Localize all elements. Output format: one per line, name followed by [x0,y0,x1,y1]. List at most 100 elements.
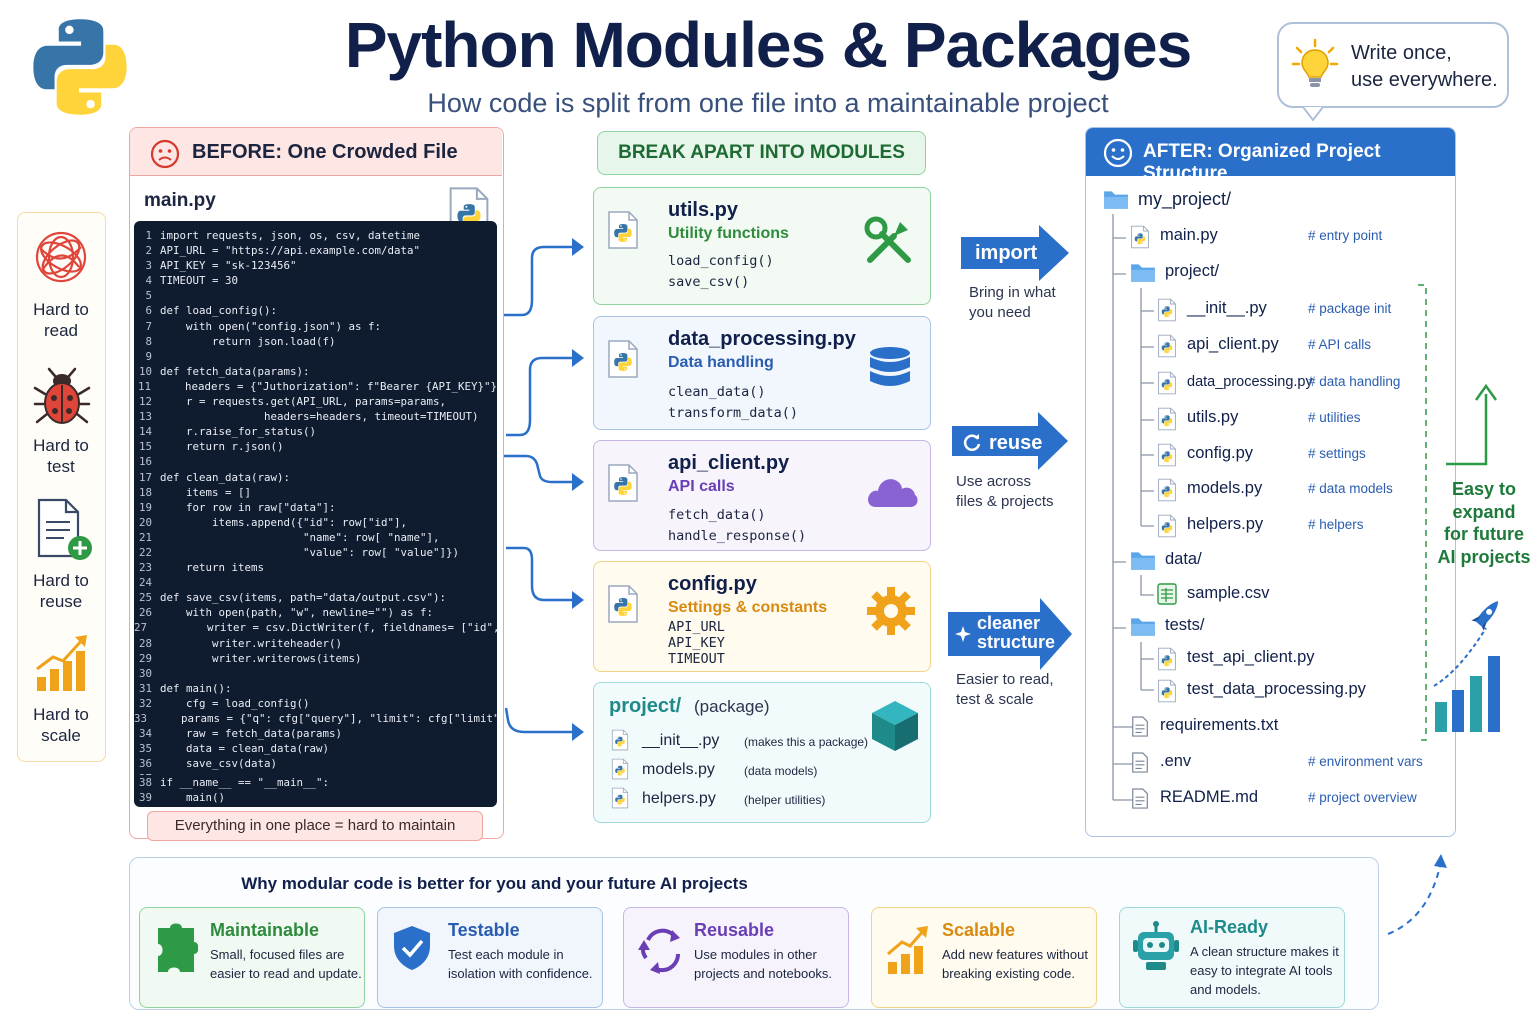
line-number: 4 [145,274,152,288]
future-line: for future [1444,524,1524,544]
tree-item: my_project/ [1138,189,1232,209]
tree-item: project/ [1165,262,1220,280]
cleaner-desc: Easier to read,test & scale [956,670,1054,710]
tree-item: data/ [1165,550,1202,568]
benefit-desc: Small, focused files are easier to read … [210,947,362,981]
package-card: project/ (package) __init__.py (makes th… [593,682,931,823]
tree-comment: # settings [1308,446,1366,461]
bottom-panel: Why modular code is better for you and y… [129,857,1379,1010]
code-line: 8 return json.load(f) [134,334,497,349]
module-line: fetch_data() [668,507,766,523]
desc-line: Use across [956,473,1032,490]
code-line: 32 cfg = load_config() [134,696,497,711]
text-file-icon [1130,751,1150,780]
code-text: items = [] [160,485,252,499]
code-line: 27 writer = csv.DictWriter(f, fieldnames… [134,620,497,635]
benefit-card-ai-ready: AI-Ready A clean structure makes it easy… [1119,907,1345,1008]
module-line: API_URL [668,619,725,635]
database-icon [870,347,910,386]
code-text: writer = csv.DictWriter(f, fieldnames= [… [207,621,497,635]
code-line: 9 [134,349,497,364]
code-line: 35 data = clean_data(raw) [134,741,497,756]
module-card-utils: utils.py Utility functions load_config()… [593,187,931,305]
tree-item: test_data_processing.py [1187,680,1366,698]
bug-icon [33,367,91,424]
package-file: models.py [642,761,715,778]
tree-item: helpers.py [1187,515,1264,533]
up-arrow-icon [1446,384,1498,466]
python-file-icon [1130,225,1150,254]
python-file-icon [1157,514,1177,543]
tree-item: config.py [1187,444,1254,462]
code-line: 28 writer.writeheader() [134,636,497,651]
code-line: 14 r.raise_for_status() [134,424,497,439]
code-text: return r.json() [160,440,284,454]
code-text: r = requests.get(API_URL, params=params, [160,395,447,409]
code-text: headers = {"Juthorization": f"Bearer {AP… [158,379,497,393]
code-line: 37 [134,771,497,775]
code-text: API_URL = "https://api.example.com/data" [160,244,421,258]
package-file: __init__.py [642,732,720,749]
line-number: 27 [134,621,148,635]
tree-item: sample.csv [1187,584,1270,602]
package-tag: (package) [694,697,770,716]
tree-comment: # API calls [1308,337,1372,352]
python-file-icon [1157,647,1177,676]
python-file-icon [607,339,639,379]
tree-item: data_processing.py [1187,374,1313,390]
dashed-bracket [1418,284,1427,741]
module-line: save_csv() [668,274,750,290]
line-number: 19 [138,500,152,514]
reuse-arrow: reuse [952,412,1068,470]
line-number: 33 [134,712,148,725]
label-line: cleaner [977,613,1041,633]
code-line: 23 return items [134,560,497,575]
folder-icon [1130,549,1156,576]
code-text: def load_config(): [160,304,278,318]
page-title: Python Modules & Packages [344,9,1192,81]
line-number: 7 [145,319,152,333]
line-number: 15 [138,440,152,454]
before-footer: Everything in one place = hard to mainta… [147,811,483,841]
line-number: 32 [138,696,152,710]
tree-item: .env [1160,752,1192,770]
robot-icon [1133,921,1179,970]
folder-icon [1130,261,1156,288]
module-file-name: api_client.py [668,452,790,474]
folder-icon [1130,615,1156,642]
benefit-title: Reusable [694,920,775,940]
cloud-icon [868,479,918,507]
code-text: if __name__ == "__main__": [160,776,330,790]
code-text: with open("config.json") as f: [160,319,382,333]
code-text: headers=headers, timeout=TIMEOUT) [160,410,479,424]
import-arrow: import [961,225,1069,281]
module-line: transform_data() [668,405,799,421]
line-number: 20 [138,515,152,529]
line-number: 22 [138,545,152,559]
code-line: 7 with open("config.json") as f: [134,319,497,334]
code-line: 13 headers=headers, timeout=TIMEOUT) [134,409,497,424]
line-number: 11 [137,379,151,393]
scale-chart-icon [887,926,928,974]
line-number: 24 [138,576,152,590]
python-file-icon [1157,443,1177,472]
refresh-icon [963,434,981,451]
hard-label-2a: Hard to [33,436,89,455]
tree-lines [1112,214,1154,801]
split-arrows [504,238,584,741]
shield-check-icon [394,926,430,970]
future-text: Easy to expand for future AI projects [1437,478,1531,568]
code-line: 15 return r.json() [134,439,497,454]
code-line: 34 raw = fetch_data(params) [134,726,497,741]
code-text: "value": row[ "value"]}) [160,545,460,559]
module-subtitle: API calls [668,478,735,495]
